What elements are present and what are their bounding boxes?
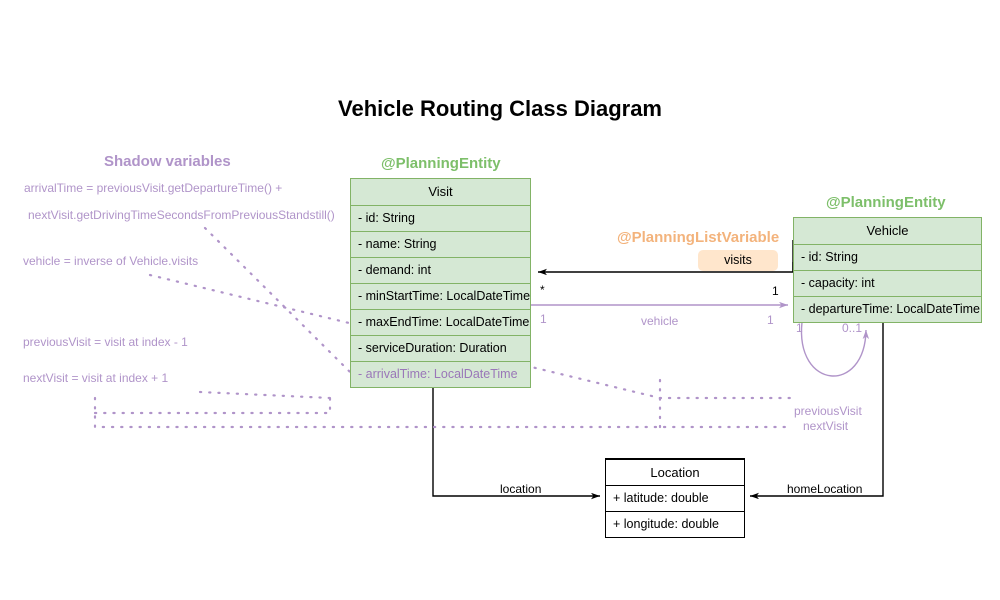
- shadow-connector-arrival: [203, 226, 352, 374]
- edge-location: [432, 384, 600, 500]
- edge-label-visits-source-mult: *: [540, 283, 545, 297]
- edge-label-vehicle-role: vehicle: [641, 314, 679, 328]
- page-title: Vehicle Routing Class Diagram: [338, 96, 662, 121]
- shadow-variables-heading: Shadow variables: [104, 153, 231, 170]
- edge-label-self-loop-right-mult: 0..1: [842, 321, 863, 335]
- planning-entity-vehicle-annotation: @PlanningEntity: [826, 194, 946, 211]
- badge-visits: visits: [698, 250, 778, 271]
- class-name-vehicle: Vehicle: [866, 223, 909, 238]
- class-attribute: + latitude: double: [606, 485, 744, 511]
- class-attribute-shadow: - arrivalTime: LocalDateTime: [351, 361, 530, 387]
- class-box-location[interactable]: Location + latitude: double + longitude:…: [605, 458, 745, 538]
- shadow-note-nextvisit: nextVisit = visit at index + 1: [23, 371, 169, 385]
- shadow-connector-chain: [198, 390, 332, 400]
- shadow-note-previousvisit: previousVisit = visit at index - 1: [23, 335, 188, 349]
- class-name-location: Location: [606, 459, 744, 485]
- edge-label-vehicle-source-mult: 1: [540, 312, 547, 326]
- class-attribute: - minStartTime: LocalDateTime: [351, 283, 530, 309]
- shadow-connector-next: [93, 396, 332, 415]
- class-name-visit: Visit: [428, 184, 453, 199]
- class-attribute: - id: String: [794, 244, 981, 270]
- planning-entity-visit-annotation: @PlanningEntity: [381, 155, 501, 172]
- shadow-connector-previous: [93, 396, 792, 429]
- class-attribute: - name: String: [351, 231, 530, 257]
- shadow-note-arrivaltime-line1: arrivalTime = previousVisit.getDeparture…: [24, 181, 283, 195]
- class-attribute: - departureTime: LocalDateTime: [794, 296, 981, 322]
- shadow-note-arrivaltime-line2: nextVisit.getDrivingTimeSecondsFromPrevi…: [28, 208, 335, 222]
- class-attribute: - serviceDuration: Duration: [351, 335, 530, 361]
- class-attribute: - id: String: [351, 205, 530, 231]
- edge-label-vehicle-target-mult: 1: [767, 313, 774, 327]
- class-attribute: + longitude: double: [606, 511, 744, 537]
- class-attribute: - capacity: int: [794, 270, 981, 296]
- class-attribute: - maxEndTime: LocalDateTime: [351, 309, 530, 335]
- edge-label-next-visit: nextVisit: [803, 419, 849, 433]
- edge-label-self-loop-left-mult: 1: [796, 321, 803, 335]
- class-attribute: - demand: int: [351, 257, 530, 283]
- planning-list-variable-annotation: @PlanningListVariable: [617, 229, 780, 246]
- class-box-vehicle[interactable]: Vehicle - id: String - capacity: int - d…: [793, 217, 982, 323]
- edge-label-previous-visit: previousVisit: [794, 404, 862, 418]
- edge-label-home-location-role: homeLocation: [787, 482, 863, 496]
- edge-label-visits-target-mult: 1: [772, 284, 779, 298]
- shadow-note-vehicle: vehicle = inverse of Vehicle.visits: [23, 254, 199, 268]
- class-box-visit[interactable]: Visit - id: String - name: String - dema…: [350, 178, 531, 388]
- edge-label-location-role: location: [500, 482, 542, 496]
